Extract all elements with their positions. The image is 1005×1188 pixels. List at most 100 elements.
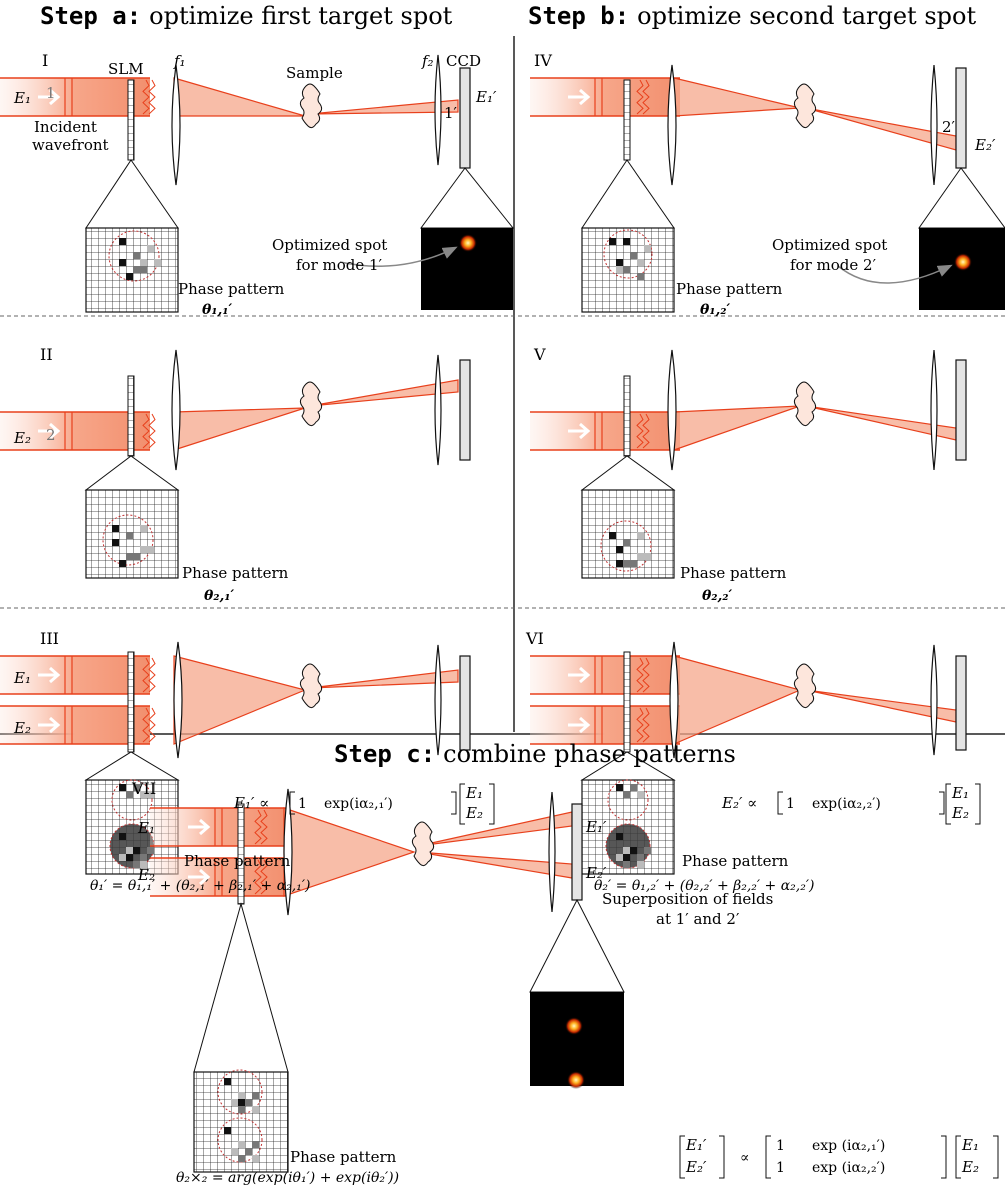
phase-pattern-caption-VI: Phase pattern bbox=[682, 852, 789, 870]
ccd-image-VII-spot bbox=[567, 1071, 585, 1089]
zoom-cone-III bbox=[84, 751, 180, 781]
panel-VII-top-distorted-wavefront bbox=[254, 809, 262, 845]
heading-step-b: Step b:optimize second target spot bbox=[528, 2, 976, 30]
beam-I-fill bbox=[0, 78, 150, 116]
lens-f1-II bbox=[171, 349, 181, 471]
propagation-arrow-icon bbox=[38, 88, 61, 106]
eq-III-exp: exp(iα₂,₁′) bbox=[324, 796, 393, 812]
bracket-III-vec-left bbox=[459, 783, 465, 825]
phase-pattern-VII-pixel bbox=[238, 1141, 245, 1148]
phase-pattern-V-region-0 bbox=[600, 520, 652, 572]
sample-IV bbox=[793, 83, 817, 129]
ccd-IV bbox=[955, 67, 967, 169]
theta-22-label: θ₂,₂′ bbox=[702, 588, 732, 604]
ccd-V bbox=[955, 359, 967, 461]
eq-VII-exp1: exp (iα₂,₁′) bbox=[812, 1138, 885, 1154]
e2-label-III: E₂ bbox=[13, 719, 31, 737]
beam-VI-top-fill bbox=[530, 656, 680, 694]
slm-label: SLM bbox=[108, 60, 144, 78]
phase-pattern-caption-V: Phase pattern bbox=[680, 564, 787, 582]
propagation-arrow-icon bbox=[188, 868, 211, 886]
phase-pattern-I-pixel bbox=[140, 266, 147, 273]
phase-pattern-VII-pixel bbox=[238, 1155, 245, 1162]
phase-pattern-caption-VII: Phase pattern bbox=[290, 1148, 397, 1166]
eq-VI-lhs: E₂′ ∝ bbox=[721, 794, 757, 812]
propagation-arrow-icon bbox=[568, 422, 591, 440]
panel-II-distorted-wavefront bbox=[142, 413, 150, 449]
zoom-cone-ccd-VII bbox=[529, 898, 625, 993]
phase-pattern-V-pixel bbox=[630, 560, 637, 567]
panel-label-VI: VI bbox=[525, 629, 544, 648]
eq-VII-e2: E₂ bbox=[961, 1158, 979, 1176]
phase-pattern-II-region-0 bbox=[102, 514, 154, 566]
phase-pattern-V-pixel bbox=[609, 532, 616, 539]
phase-pattern-IV-pixel bbox=[637, 273, 644, 280]
beam-II-fill bbox=[0, 412, 150, 450]
lens-f1-IV bbox=[667, 64, 677, 186]
f2-label: f₂ bbox=[421, 52, 434, 70]
phase-pattern-VI-pixel bbox=[616, 854, 623, 861]
phase-pattern-IV-pixel bbox=[644, 245, 651, 252]
theta-1p-equation: θ₁′ = θ₁,₁′ + (θ₂,₁′ + β₂,₁′ + α₂,₁′) bbox=[90, 878, 311, 894]
phase-pattern-III-pixel bbox=[133, 861, 140, 868]
phase-pattern-II-pixel bbox=[133, 553, 140, 560]
bracket-III-row-right bbox=[451, 791, 457, 815]
theta-2x2-equation: θ₂×₂ = arg(exp(iθ₁′) + exp(iθ₂′)) bbox=[176, 1170, 399, 1186]
propagation-arrow-icon bbox=[188, 818, 211, 836]
phase-pattern-IV-pixel bbox=[616, 259, 623, 266]
phase-pattern-I bbox=[85, 227, 179, 313]
bracket-VI-vec-right bbox=[975, 783, 981, 825]
panel-label-III: III bbox=[40, 629, 59, 648]
phase-pattern-I-pixel bbox=[133, 252, 140, 259]
phase-pattern-V-pixel bbox=[616, 546, 623, 553]
focus-cone-I bbox=[173, 77, 306, 117]
phase-pattern-II-pixel bbox=[119, 560, 126, 567]
panel-V-distorted-wavefront bbox=[642, 413, 650, 449]
slm-V bbox=[623, 375, 631, 457]
phase-pattern-III-pixel bbox=[133, 784, 140, 791]
heading-step-c: Step c:combine phase patterns bbox=[334, 740, 736, 768]
at-1-2-label: at 1′ and 2′ bbox=[656, 910, 740, 928]
bracket-VII-mat-right bbox=[941, 1135, 947, 1179]
panel-III-bottom-distorted-wavefront bbox=[148, 707, 156, 743]
phase-pattern-VI-pixel bbox=[616, 784, 623, 791]
eq-III-lhs: E₁′ ∝ bbox=[233, 794, 269, 812]
ccd-image-VII bbox=[530, 992, 624, 1086]
phase-pattern-VII-pixel bbox=[252, 1155, 259, 1162]
phase-pattern-V-pixel bbox=[637, 532, 644, 539]
mode-2-label: 2 bbox=[46, 426, 56, 444]
arrow-to-spot-a bbox=[339, 246, 458, 267]
focus-cone-VI bbox=[673, 655, 802, 745]
phase-pattern-VI-region-0 bbox=[607, 779, 649, 821]
phase-pattern-VI-pixel bbox=[644, 847, 651, 854]
phase-pattern-IV-pixel bbox=[630, 252, 637, 259]
panel-IV-distorted-wavefront bbox=[636, 79, 644, 115]
phase-pattern-VII-region-1 bbox=[217, 1117, 263, 1163]
panel-label-II: II bbox=[40, 345, 53, 364]
eq-III-e2: E₂ bbox=[465, 804, 483, 822]
e2p-label-IV: E₂′ bbox=[974, 136, 996, 154]
phase-pattern-VII-pixel bbox=[231, 1148, 238, 1155]
phase-pattern-I-pixel bbox=[126, 273, 133, 280]
phase-pattern-V-pixel bbox=[644, 553, 651, 560]
phase-pattern-VI-pixel bbox=[623, 861, 630, 868]
bracket-VII-vec-left bbox=[955, 1135, 961, 1179]
panel-VI-top-distorted-wavefront bbox=[636, 657, 644, 693]
sample-VII bbox=[411, 821, 435, 867]
phase-pattern-VII-pixel bbox=[238, 1106, 245, 1113]
beam-VI-bottom-fill bbox=[530, 706, 680, 744]
e1-label-III: E₁ bbox=[13, 669, 31, 687]
superposition-label: Superposition of fields bbox=[602, 890, 773, 908]
mode-1p-label: 1′ bbox=[444, 104, 458, 122]
e1-label-VII: E₁ bbox=[137, 819, 155, 837]
phase-pattern-III-pixel bbox=[140, 791, 147, 798]
phase-pattern-II-pixel bbox=[112, 525, 119, 532]
lens-f2-IV bbox=[930, 64, 938, 186]
panel-VI-bottom-distorted-wavefront bbox=[636, 707, 644, 743]
phase-pattern-VII-pixel bbox=[231, 1099, 238, 1106]
zoom-cone-ccd-I bbox=[420, 167, 515, 229]
for-mode-2-label: for mode 2′ bbox=[790, 256, 877, 274]
phase-pattern-VI-pixel bbox=[623, 847, 630, 854]
propagation-arrow-icon bbox=[568, 666, 591, 684]
propagation-arrow-icon bbox=[568, 716, 591, 734]
